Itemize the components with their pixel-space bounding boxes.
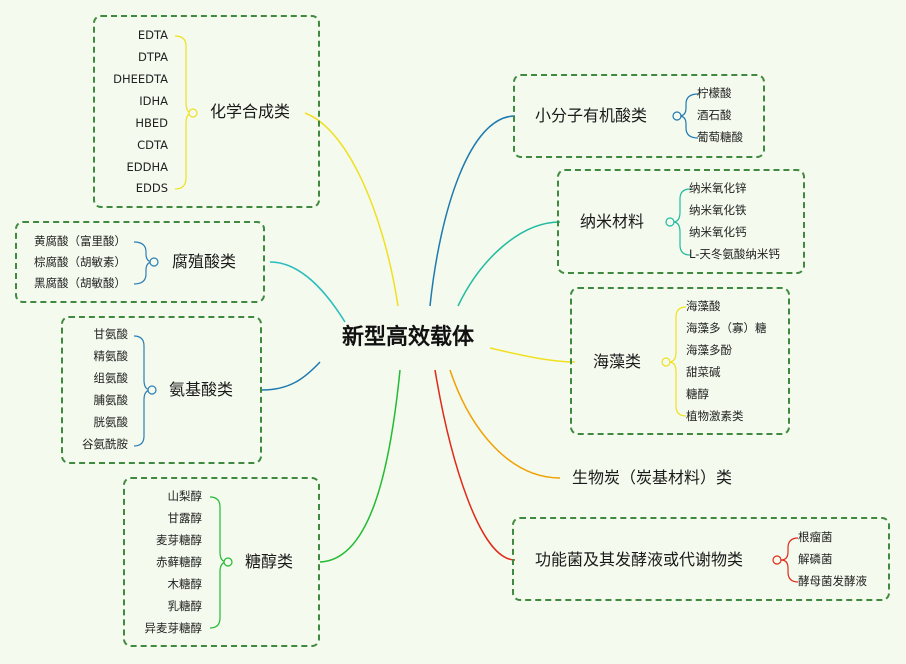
leaf-item[interactable]: 甜菜碱 bbox=[686, 365, 721, 379]
leaf-item[interactable]: 糖醇 bbox=[686, 387, 709, 401]
connector-organic bbox=[429, 115, 516, 307]
leaf-item[interactable]: 酒石酸 bbox=[697, 108, 732, 122]
branch-microbe-label[interactable]: 功能菌及其发酵液或代谢物类 bbox=[535, 550, 744, 569]
leaf-item[interactable]: 海藻酸 bbox=[686, 299, 721, 313]
leaf-item[interactable]: 纳米氧化锌 bbox=[689, 181, 747, 195]
leaf-item[interactable]: 脯氨酸 bbox=[93, 393, 129, 407]
leaf-item[interactable]: IDHA bbox=[139, 94, 168, 108]
group-box-sugar bbox=[123, 477, 320, 647]
branch-nano-label[interactable]: 纳米材料 bbox=[580, 212, 645, 231]
connector-nano bbox=[457, 221, 561, 307]
branch-chemical-label[interactable]: 化学合成类 bbox=[210, 102, 291, 121]
leaf-item[interactable]: 海藻多酚 bbox=[686, 343, 732, 357]
leaf-item[interactable]: 异麦芽糖醇 bbox=[144, 621, 203, 635]
group-box-algae bbox=[570, 287, 790, 435]
branch-humic-label[interactable]: 腐殖酸类 bbox=[172, 252, 237, 271]
leaf-item[interactable]: 甘氨酸 bbox=[93, 327, 129, 341]
central-topic[interactable]: 新型高效载体 bbox=[342, 325, 475, 350]
leaf-item[interactable]: 黑腐酸（胡敏酸） bbox=[34, 276, 126, 290]
leaf-item[interactable]: 解磷菌 bbox=[798, 552, 833, 566]
leaf-item[interactable]: 胱氨酸 bbox=[93, 415, 129, 429]
leaf-item[interactable]: 赤藓糖醇 bbox=[156, 555, 202, 569]
leaf-item[interactable]: L-天冬氨酸纳米钙 bbox=[689, 247, 780, 261]
leaf-item[interactable]: 葡萄糖酸 bbox=[697, 130, 743, 144]
leaf-item[interactable]: EDTA bbox=[137, 28, 168, 42]
leaf-item[interactable]: 木糖醇 bbox=[167, 577, 203, 591]
leaf-item[interactable]: 山梨醇 bbox=[167, 489, 203, 503]
branch-biochar-label[interactable]: 生物炭（炭基材料）类 bbox=[572, 468, 733, 487]
leaf-item[interactable]: 海藻多（寡）糖 bbox=[686, 321, 767, 335]
leaf-item[interactable]: CDTA bbox=[137, 138, 168, 152]
group-box-chemical bbox=[93, 15, 320, 208]
group-box-nano bbox=[557, 169, 805, 274]
leaf-item[interactable]: EDDHA bbox=[126, 160, 169, 174]
leaf-item[interactable]: 纳米氧化钙 bbox=[689, 225, 747, 239]
group-box-amino bbox=[61, 316, 262, 464]
leaf-item[interactable]: 黄腐酸（富里酸） bbox=[34, 234, 126, 248]
leaf-item[interactable]: 酵母菌发酵液 bbox=[798, 574, 867, 588]
group-box-organic bbox=[513, 74, 765, 158]
connector-chemical bbox=[304, 112, 399, 307]
leaf-item[interactable]: 乳糖醇 bbox=[167, 599, 203, 613]
leaf-item[interactable]: 纳米氧化铁 bbox=[689, 203, 747, 217]
leaf-item[interactable]: 谷氨酰胺 bbox=[82, 437, 128, 451]
leaf-item[interactable]: 精氨酸 bbox=[93, 349, 129, 363]
connector-humic bbox=[269, 261, 346, 323]
leaf-item[interactable]: 甘露醇 bbox=[167, 511, 203, 525]
leaf-item[interactable]: 根瘤菌 bbox=[798, 530, 833, 544]
leaf-item[interactable]: 棕腐酸（胡敏素） bbox=[34, 255, 126, 269]
leaf-item[interactable]: EDDS bbox=[135, 181, 168, 195]
connector-algae bbox=[489, 347, 576, 363]
branch-algae-label[interactable]: 海藻类 bbox=[593, 352, 642, 371]
branch-amino-label[interactable]: 氨基酸类 bbox=[169, 380, 234, 399]
connector-microbe bbox=[434, 369, 516, 561]
leaf-item[interactable]: DHEEDTA bbox=[113, 72, 168, 86]
leaf-item[interactable]: DTPA bbox=[138, 50, 168, 64]
branch-organic-acid-label[interactable]: 小分子有机酸类 bbox=[535, 106, 648, 125]
branch-sugar-alcohol-label[interactable]: 糖醇类 bbox=[245, 552, 294, 571]
group-box-humic bbox=[15, 221, 265, 303]
leaf-item[interactable]: HBED bbox=[135, 116, 168, 130]
connector-biochar bbox=[449, 369, 561, 479]
group-box-microbe bbox=[512, 517, 890, 601]
leaf-item[interactable]: 组氨酸 bbox=[93, 371, 129, 385]
connector-sugar bbox=[319, 369, 401, 563]
leaf-item[interactable]: 植物激素类 bbox=[686, 409, 744, 423]
connector-amino bbox=[261, 361, 321, 391]
leaf-item[interactable]: 麦芽糖醇 bbox=[156, 533, 202, 547]
leaf-item[interactable]: 柠檬酸 bbox=[697, 86, 732, 100]
